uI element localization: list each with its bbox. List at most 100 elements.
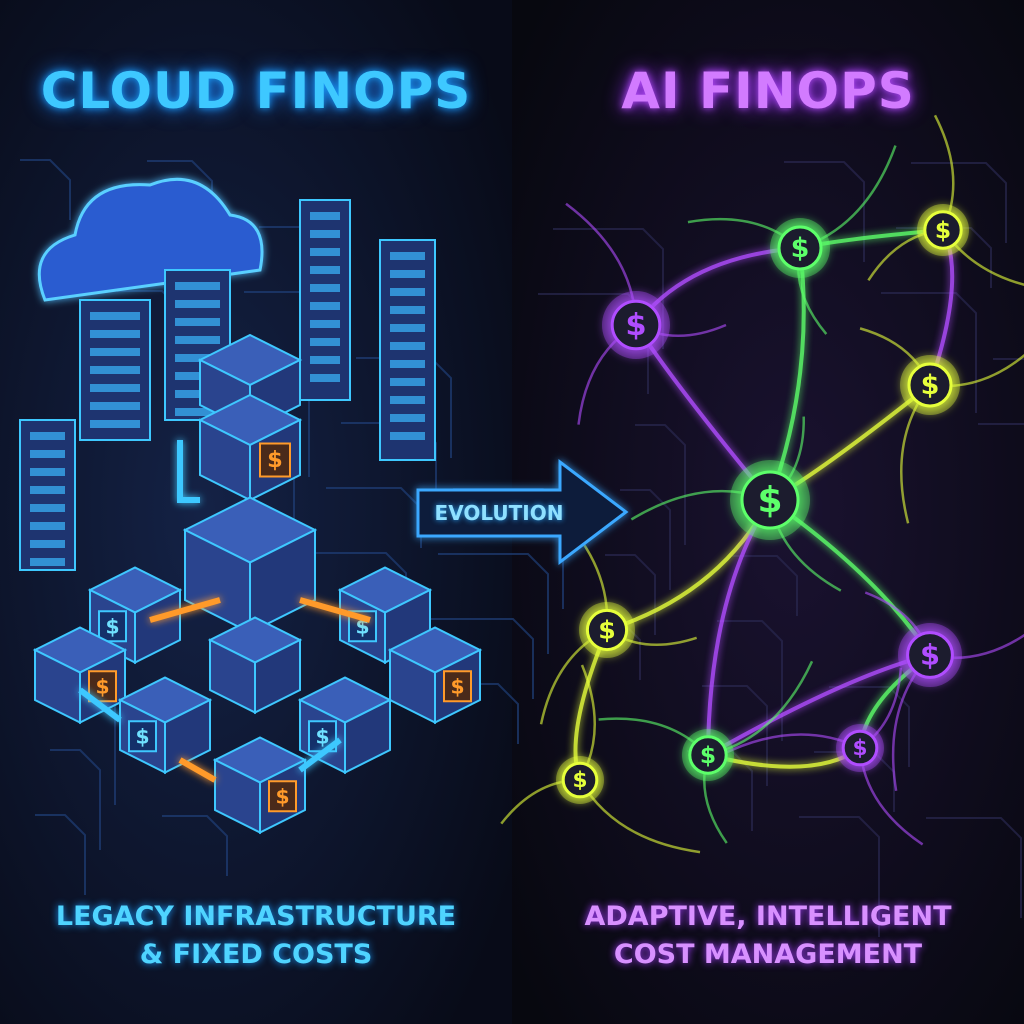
dollar-icon: $: [935, 216, 951, 244]
right-caption: ADAPTIVE, INTELLIGENT COST MANAGEMENT: [512, 898, 1024, 974]
neuron-node: $: [579, 602, 635, 658]
right-caption-line1: ADAPTIVE, INTELLIGENT: [584, 901, 952, 932]
data-connector: [298, 737, 342, 773]
cloud-infrastructure-art: $$$$$$$$: [19, 177, 483, 835]
rack-slot: [90, 312, 140, 320]
data-connector: [78, 687, 122, 723]
circuit-trace: [799, 816, 880, 937]
dollar-icon: $: [625, 308, 646, 343]
neuron-node: $: [836, 724, 884, 772]
dollar-icon: $: [275, 784, 289, 808]
server-rack-icon: [79, 299, 151, 441]
rack-slot: [30, 486, 65, 494]
left-caption-line2: & FIXED COSTS: [139, 939, 373, 970]
rack-slot: [310, 302, 340, 310]
rack-slot: [390, 342, 425, 350]
dollar-icon: $: [95, 674, 109, 698]
rack-slot: [390, 324, 425, 332]
circuit-trace: [829, 686, 910, 767]
dollar-icon: $: [920, 638, 940, 672]
rack-slot: [390, 306, 425, 314]
dollar-panel: [128, 720, 157, 753]
cube-node-icon: $: [212, 736, 308, 835]
rack-slot: [390, 396, 425, 404]
neuron-node: $: [917, 204, 969, 256]
rack-slot: [310, 374, 340, 382]
rack-slot: [90, 384, 140, 392]
circuit-trace: [620, 489, 671, 590]
left-caption-line1: LEGACY INFRASTRUCTURE: [55, 901, 457, 932]
cube-right-face: [134, 588, 181, 665]
rack-slot: [30, 468, 65, 476]
circuit-trace: [50, 749, 101, 850]
rack-slot: [390, 432, 425, 440]
rack-slot: [390, 270, 425, 278]
rack-slot: [390, 378, 425, 386]
rack-slot: [30, 432, 65, 440]
rack-slot: [90, 348, 140, 356]
neuron-node: $: [898, 623, 962, 687]
rack-slot: [90, 366, 140, 374]
dollar-icon: $: [852, 736, 867, 761]
dollar-icon: $: [267, 447, 283, 473]
rack-slot: [390, 360, 425, 368]
neuron-node: $: [770, 218, 830, 278]
left-title: CLOUD FINOPS: [40, 62, 472, 120]
dollar-icon: $: [757, 480, 782, 521]
rack-slot: [175, 336, 220, 344]
neuron-core: [777, 225, 823, 271]
dollar-icon: $: [135, 724, 149, 748]
rack-slot: [310, 284, 340, 292]
data-connector: [149, 597, 221, 623]
dollar-icon: $: [450, 674, 464, 698]
neuron-core: [610, 299, 662, 351]
server-rack-icon: [19, 419, 76, 571]
dollar-panel: [98, 610, 127, 643]
data-connector: [178, 757, 217, 783]
cube-right-face: [254, 638, 301, 715]
circuit-trace: [20, 159, 71, 220]
neuron-node: $: [730, 460, 810, 540]
neuron-node: $: [682, 729, 734, 781]
rack-slot: [175, 354, 220, 362]
neural-network-art: $$$$$$$$$$: [500, 114, 1024, 854]
circuit-trace: [717, 620, 783, 741]
neuron-core: [740, 470, 800, 530]
dollar-icon: $: [105, 614, 119, 638]
rack-slot: [310, 338, 340, 346]
rack-slot: [310, 266, 340, 274]
data-connector: [299, 597, 371, 623]
cube-node-icon: $: [297, 676, 393, 775]
arrow-right-icon: [416, 458, 629, 566]
dollar-icon: $: [921, 370, 940, 401]
circuit-trace: [978, 423, 1024, 425]
circuit-trace: [784, 161, 865, 262]
neuron-core: [585, 608, 629, 652]
neuron-core: [907, 362, 953, 408]
neuron-core: [561, 761, 599, 799]
dollar-icon: $: [315, 724, 329, 748]
circuit-trace: [438, 553, 549, 654]
cube-node-icon: $: [117, 676, 213, 775]
rack-slot: [30, 504, 65, 512]
rack-slot: [175, 318, 220, 326]
data-connector: [177, 440, 200, 503]
left-caption: LEGACY INFRASTRUCTURE & FIXED COSTS: [0, 898, 512, 974]
dollar-icon: $: [598, 615, 616, 644]
circuit-trace: [35, 814, 86, 895]
dollar-icon: $: [700, 741, 716, 769]
neuron-core: [841, 729, 879, 767]
neuron-node: $: [602, 291, 670, 359]
rack-slot: [390, 252, 425, 260]
rack-slot: [90, 420, 140, 428]
rack-slot: [175, 390, 220, 398]
neuron-core: [688, 735, 728, 775]
circuit-trace: [423, 618, 534, 699]
circuit-trace: [732, 555, 798, 616]
right-title: AI FINOPS: [621, 62, 915, 120]
server-rack-icon: [299, 199, 351, 401]
rack-slot: [175, 300, 220, 308]
cube-node-icon: [207, 616, 303, 715]
dollar-panel: [88, 670, 117, 703]
rack-slot: [310, 320, 340, 328]
